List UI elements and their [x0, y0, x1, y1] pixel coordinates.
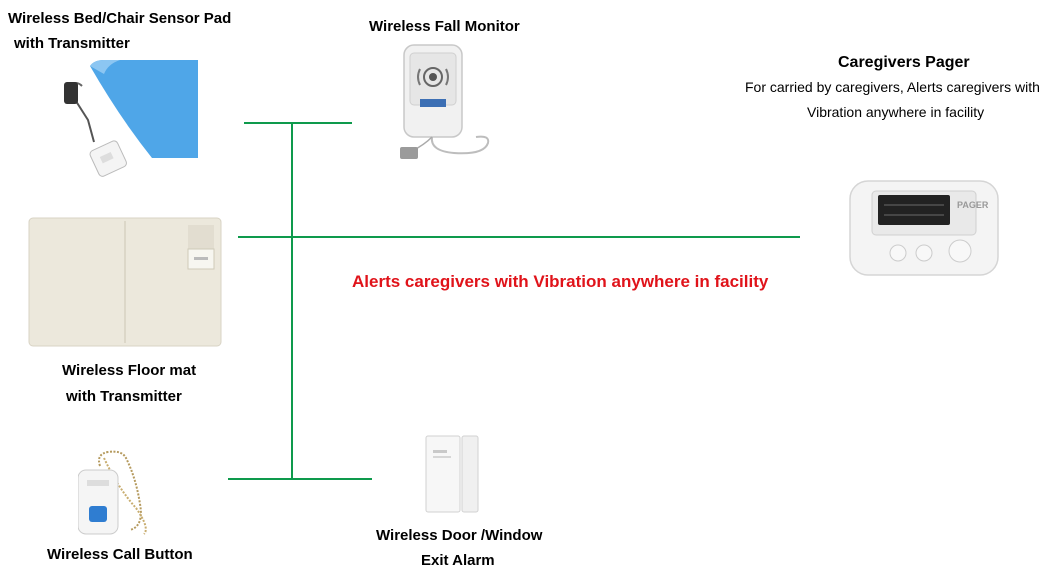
- call-button-label: Wireless Call Button: [47, 546, 193, 563]
- pager-description-line2: Vibration anywhere in facility: [807, 104, 985, 120]
- floor-mat-label-line1: Wireless Floor mat: [62, 362, 197, 379]
- pager-screen-text: PAGER: [957, 200, 989, 210]
- center-alert-message: Alerts caregivers with Vibration anywher…: [352, 272, 769, 291]
- door-alarm-label-line1: Wireless Door /Window: [376, 527, 543, 544]
- bed-sensor-label-line2: with Transmitter: [14, 35, 130, 52]
- fall-monitor-label: Wireless Fall Monitor: [369, 18, 520, 35]
- fall-monitor-image: [394, 43, 494, 165]
- door-alarm-image: [424, 434, 482, 514]
- floor-mat-label-line2: with Transmitter: [66, 388, 182, 405]
- floor-mat-image: [28, 217, 222, 347]
- door-alarm-label-line2: Exit Alarm: [421, 552, 495, 569]
- pager-title: Caregivers Pager: [838, 54, 970, 71]
- bed-sensor-label-line1: Wireless Bed/Chair Sensor Pad: [8, 10, 232, 27]
- call-button-image: [78, 448, 162, 538]
- pager-description-line1: For carried by caregivers, Alerts caregi…: [745, 79, 1040, 95]
- pager-device: PAGER: [848, 179, 1000, 277]
- bed-sensor-pad-image: [60, 58, 205, 188]
